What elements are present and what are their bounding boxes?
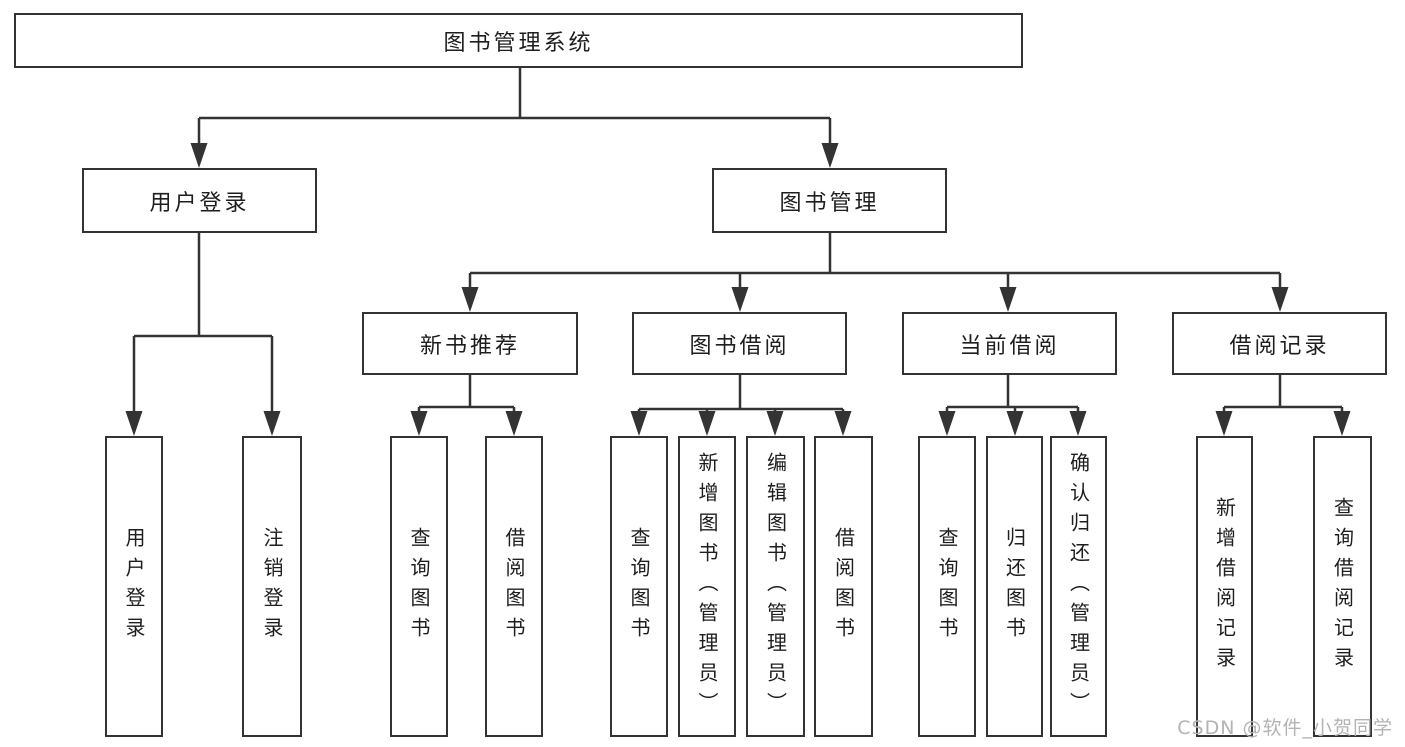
leaf-query-books-borrowing: 查询图书 bbox=[610, 436, 668, 737]
leaf-borrow-books: 借阅图书 bbox=[814, 436, 873, 737]
node-book-borrowing: 图书借阅 bbox=[632, 312, 847, 375]
node-library-management-system: 图书管理系统 bbox=[14, 13, 1023, 68]
leaf-query-books-current: 查询图书 bbox=[918, 436, 976, 737]
leaf-borrow-books-recommend: 借阅图书 bbox=[485, 436, 543, 737]
leaf-query-books-recommend: 查询图书 bbox=[390, 436, 448, 737]
arrowheads bbox=[125, 143, 1351, 436]
node-user-login: 用户登录 bbox=[82, 168, 317, 233]
watermark: CSDN @软件_小贺同学 bbox=[1177, 717, 1393, 739]
leaf-return-books: 归还图书 bbox=[986, 436, 1043, 737]
leaf-edit-books-admin: 编辑图书（管理员） bbox=[746, 436, 805, 737]
leaf-user-login: 用户登录 bbox=[105, 436, 163, 737]
node-borrowing-records: 借阅记录 bbox=[1172, 312, 1387, 375]
node-current-borrowing: 当前借阅 bbox=[902, 312, 1117, 375]
leaf-query-borrow-record: 查询借阅记录 bbox=[1313, 436, 1372, 737]
leaf-logout: 注销登录 bbox=[242, 436, 302, 737]
leaf-add-books-admin: 新增图书（管理员） bbox=[678, 436, 736, 737]
leaf-confirm-return-admin: 确认归还（管理员） bbox=[1050, 436, 1107, 737]
node-new-book-recommend: 新书推荐 bbox=[362, 312, 578, 375]
leaf-add-borrow-record: 新增借阅记录 bbox=[1196, 436, 1253, 737]
node-book-management: 图书管理 bbox=[712, 168, 947, 233]
